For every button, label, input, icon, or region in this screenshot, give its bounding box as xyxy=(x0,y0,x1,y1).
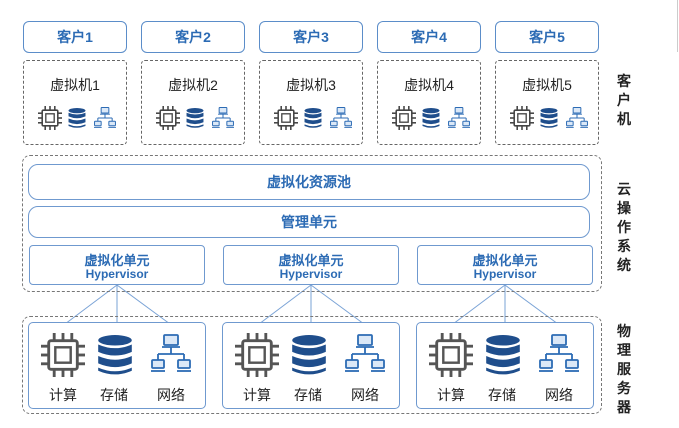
storage-label: 存储 xyxy=(488,387,516,403)
hypervisor-unit-1: 虚拟化单元 Hypervisor xyxy=(29,245,205,285)
side-char: 客 xyxy=(617,73,631,89)
side-char: 物 xyxy=(617,323,631,339)
network-icon xyxy=(539,333,579,380)
storage-label: 存储 xyxy=(294,387,322,403)
management-unit-label: 管理单元 xyxy=(281,214,337,230)
hypervisor-subtitle: Hypervisor xyxy=(279,267,343,281)
client-5: 客户5 xyxy=(495,21,599,53)
cpu-icon xyxy=(235,333,279,382)
client-2: 客户2 xyxy=(141,21,245,53)
side-char: 务 xyxy=(617,380,631,396)
resource-pool-label: 虚拟化资源池 xyxy=(267,174,351,190)
physical-server-1: 计算 存储 网络 xyxy=(28,322,206,409)
storage-icon xyxy=(304,107,322,134)
storage-label: 存储 xyxy=(100,387,128,403)
management-unit-bar: 管理单元 xyxy=(28,206,590,238)
cpu-icon xyxy=(392,106,416,135)
cpu-icon xyxy=(429,333,473,382)
physical-layer-label: 物 理 服 务 器 xyxy=(614,322,634,417)
network-icon xyxy=(330,106,352,135)
client-4: 客户4 xyxy=(377,21,481,53)
client-label: 客户1 xyxy=(57,29,93,45)
side-char: 作 xyxy=(617,219,631,235)
vm-box-5: 虚拟机5 xyxy=(495,60,599,145)
hypervisor-subtitle: Hypervisor xyxy=(85,267,149,281)
storage-icon xyxy=(485,334,521,381)
network-label: 网络 xyxy=(351,387,379,403)
side-char: 统 xyxy=(617,257,631,273)
edge-divider xyxy=(677,0,678,52)
network-icon xyxy=(94,106,116,135)
physical-server-container xyxy=(22,316,602,414)
cpu-icon xyxy=(41,333,85,382)
network-icon xyxy=(345,333,385,380)
side-char: 系 xyxy=(617,238,631,254)
side-char: 云 xyxy=(617,181,631,197)
vm-icon-row xyxy=(24,106,126,132)
cloud-os-layer-label: 云 操 作 系 统 xyxy=(614,180,634,275)
vm-box-4: 虚拟机4 xyxy=(377,60,481,145)
physical-server-3: 计算 存储 网络 xyxy=(416,322,594,409)
side-char: 理 xyxy=(617,342,631,358)
compute-label: 计算 xyxy=(437,387,465,403)
network-label: 网络 xyxy=(157,387,185,403)
vm-icon-row xyxy=(496,106,598,132)
hypervisor-subtitle: Hypervisor xyxy=(473,267,537,281)
vm-title: 虚拟机2 xyxy=(168,77,218,93)
vm-box-2: 虚拟机2 xyxy=(141,60,245,145)
client-3: 客户3 xyxy=(259,21,363,53)
network-icon xyxy=(212,106,234,135)
client-layer-label: 客 户 机 xyxy=(614,72,634,129)
client-1: 客户1 xyxy=(23,21,127,53)
hypervisor-title: 虚拟化单元 xyxy=(84,253,150,268)
cloud-os-container xyxy=(22,155,602,292)
side-char: 户 xyxy=(617,92,631,108)
storage-icon xyxy=(422,107,440,134)
hypervisor-unit-3: 虚拟化单元 Hypervisor xyxy=(417,245,593,285)
side-char: 服 xyxy=(617,361,631,377)
hypervisor-title: 虚拟化单元 xyxy=(278,253,344,268)
compute-label: 计算 xyxy=(49,387,77,403)
network-icon xyxy=(448,106,470,135)
storage-icon xyxy=(291,334,327,381)
network-icon xyxy=(566,106,588,135)
vm-title: 虚拟机5 xyxy=(522,77,572,93)
side-char: 操 xyxy=(617,200,631,216)
storage-icon xyxy=(186,107,204,134)
vm-title: 虚拟机4 xyxy=(404,77,454,93)
cpu-icon xyxy=(38,106,62,135)
client-label: 客户3 xyxy=(293,29,329,45)
physical-server-2: 计算 存储 网络 xyxy=(222,322,400,409)
vm-box-1: 虚拟机1 xyxy=(23,60,127,145)
side-char: 器 xyxy=(617,399,631,415)
side-char: 机 xyxy=(617,111,631,127)
cpu-icon xyxy=(156,106,180,135)
network-label: 网络 xyxy=(545,387,573,403)
client-label: 客户4 xyxy=(411,29,447,45)
network-icon xyxy=(151,333,191,380)
vm-title: 虚拟机1 xyxy=(50,77,100,93)
vm-title: 虚拟机3 xyxy=(286,77,336,93)
client-label: 客户5 xyxy=(529,29,565,45)
vm-icon-row xyxy=(378,106,480,132)
storage-icon xyxy=(97,334,133,381)
vm-icon-row xyxy=(142,106,244,132)
compute-label: 计算 xyxy=(243,387,271,403)
storage-icon xyxy=(68,107,86,134)
hypervisor-title: 虚拟化单元 xyxy=(472,253,538,268)
hypervisor-unit-2: 虚拟化单元 Hypervisor xyxy=(223,245,399,285)
vm-box-3: 虚拟机3 xyxy=(259,60,363,145)
resource-pool-bar: 虚拟化资源池 xyxy=(28,164,590,200)
vm-icon-row xyxy=(260,106,362,132)
cpu-icon xyxy=(510,106,534,135)
storage-icon xyxy=(540,107,558,134)
client-label: 客户2 xyxy=(175,29,211,45)
cpu-icon xyxy=(274,106,298,135)
